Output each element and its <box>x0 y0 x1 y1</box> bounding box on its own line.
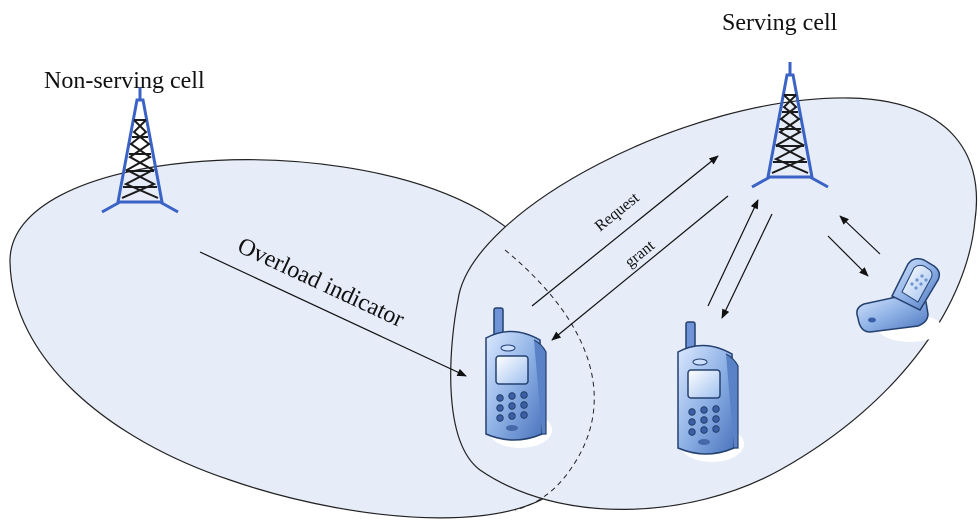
flip-phone-icon <box>856 257 942 342</box>
grant-arrow <box>551 195 729 341</box>
serving-cell-label: Serving cell <box>722 10 838 36</box>
serving-cell-area <box>450 97 977 510</box>
overload-indicator-arrow <box>199 251 467 377</box>
downlink-arrow <box>721 213 773 319</box>
flip-phone-link-arrow-2 <box>827 235 869 277</box>
uplink-arrow <box>707 199 759 307</box>
flip-phone-link-arrow <box>839 215 881 255</box>
request-arrow <box>531 155 719 307</box>
non-serving-cell-label: Non-serving cell <box>44 68 205 94</box>
